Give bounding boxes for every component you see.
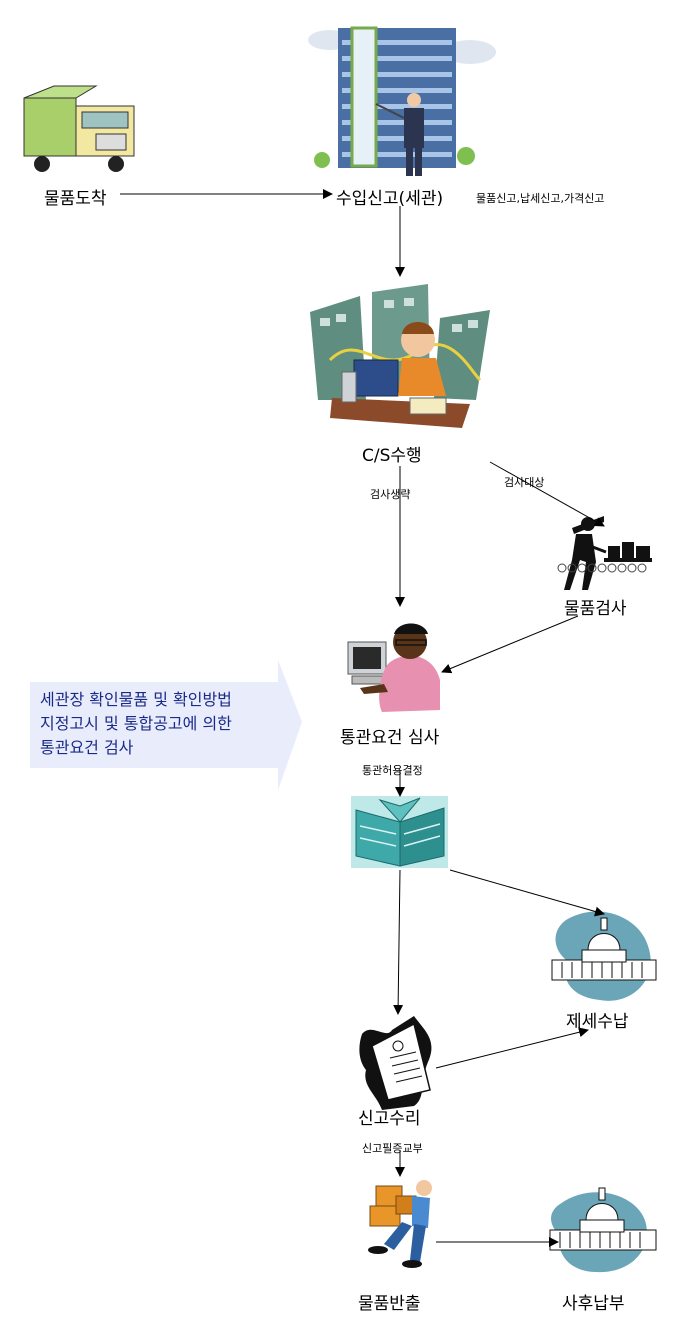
node-tax: 제세수납 [566,1012,629,1032]
arrow-bank-to-acceptance [393,869,404,1015]
arrow-bank-to-tax [449,869,605,917]
arrow-cs-to-inspection [489,461,605,527]
note-text: 세관장 확인물품 및 확인방법 지정고시 및 통합공고에 의한 통관요건 검사 [40,688,232,760]
node-review: 통관요건 심사 [340,728,440,748]
certificate-icon [359,1016,432,1110]
node-acceptance: 신고수리 [358,1109,421,1129]
capitol-dome-icon-2 [549,1187,657,1273]
arrow-acceptance-to-tax [435,1027,589,1069]
node-declaration: 수입신고(세관) [336,189,444,209]
arrow-inspection-to-review [441,615,579,674]
edge-clearance-decision: 통관허용결정 [362,764,423,777]
truck-icon [23,85,135,172]
node-inspection: 물품검사 [564,599,627,619]
note-line-3: 통관요건 검사 [40,738,134,757]
node-postpay: 사후납부 [562,1294,625,1314]
note-line-2: 지정고시 및 통합공고에 의한 [40,714,232,733]
note-arrow-shape [30,660,302,790]
capitol-dome-icon [551,911,657,1001]
mover-icon [368,1180,432,1268]
edge-skip-inspection: 검사생략 [370,488,411,501]
node-arrival: 물품도착 [44,189,107,209]
inspector-icon [557,516,652,590]
worker-desk-icon [310,284,490,428]
computer-user-icon [347,623,440,712]
edge-to-inspect: 검사대상 [504,476,545,489]
office-building-icon [308,26,496,176]
node-declaration-sub: 물품신고,납세신고,가격신고 [476,192,605,205]
node-release: 물품반출 [358,1294,421,1314]
edge-certificate: 신고필증교부 [362,1142,423,1155]
node-cs: C/S수행 [362,446,422,466]
note-line-1: 세관장 확인물품 및 확인방법 [40,690,232,709]
bank-building-icon [351,796,448,868]
